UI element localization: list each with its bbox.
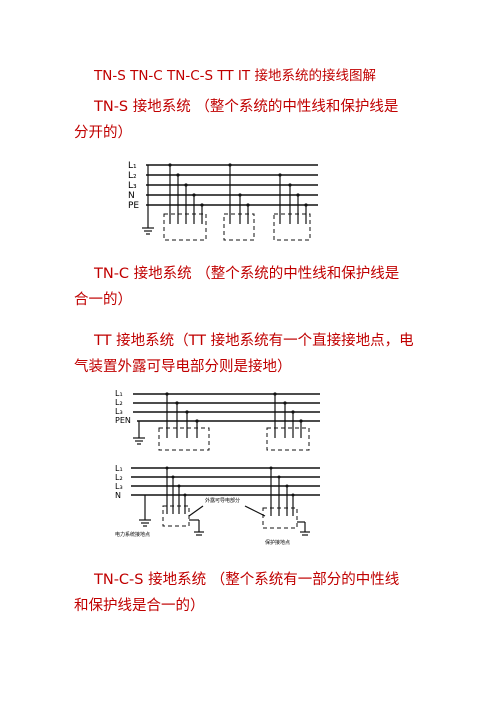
tns-label-l2: L₂: [128, 171, 137, 181]
tnc-label-pen: PEN: [115, 416, 131, 425]
tnc-label-l2: L₂: [115, 398, 123, 407]
tnc-diagram: L₁ L₂ L₃ PEN: [115, 389, 320, 451]
tns-label-l3: L₃: [128, 181, 137, 191]
tnc-label-l1: L₁: [115, 389, 123, 398]
tnc-label-l3: L₃: [115, 407, 123, 416]
tns-description-line2: 分开的）: [74, 125, 132, 141]
tt-label-l3: L₃: [115, 482, 123, 491]
tns-diagram: L₁ L₂ L₃ N PE: [128, 161, 318, 241]
tt-protective-earth-label: 保护接地点: [265, 539, 290, 546]
tns-description-line1: TN-S 接地系统 （整个系统的中性线和保护线是: [94, 99, 399, 115]
tt-label-l1: L₁: [115, 464, 123, 473]
tnc-description-line2: 合一的）: [74, 292, 132, 308]
tt-source-earth-label: 电力系统接地点: [115, 531, 150, 538]
tt-exposed-parts-label: 外露可导电部分: [205, 497, 240, 504]
tncs-description-line2: 和保护线是合一的）: [74, 598, 205, 614]
tt-description-line1: TT 接地系统（TT 接地系统有一个直接接地点，电: [94, 333, 414, 349]
tns-label-l1: L₁: [128, 161, 137, 171]
tnc-description-line1: TN-C 接地系统 （整个系统的中性线和保护线是: [94, 266, 400, 282]
document-title: TN-S TN-C TN-C-S TT IT 接地系统的接线图解: [94, 68, 376, 84]
tt-label-n: N: [115, 491, 121, 500]
tt-diagram: L₁ L₂ L₃ N 电力系统接地点 外露可导电部分 保护接地点: [115, 464, 320, 546]
tt-description-line2: 气装置外露可导电部分则是接地）: [74, 359, 292, 375]
tns-label-n: N: [128, 191, 135, 201]
tncs-description-line1: TN-C-S 接地系统 （整个系统有一部分的中性线: [94, 572, 400, 588]
tt-label-l2: L₂: [115, 473, 123, 482]
tns-label-pe: PE: [128, 201, 139, 211]
